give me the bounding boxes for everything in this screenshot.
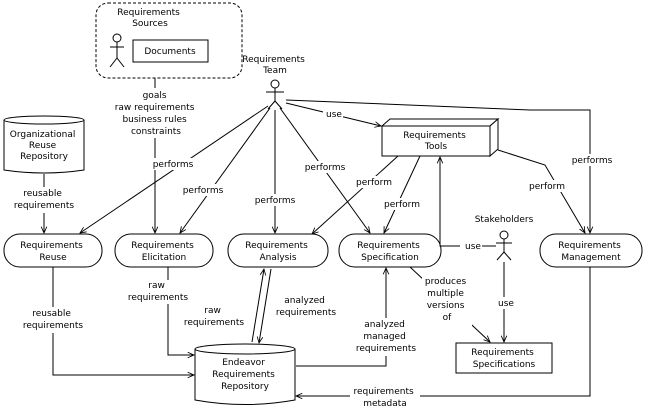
requirements-specification-node: Requirements Specification: [338, 233, 442, 268]
organizational-reuse-repository-label: Organizational Reuse Repository: [10, 130, 78, 162]
requirements-sources-group: Requirements Sources Documents: [95, 2, 243, 79]
organizational-reuse-repository: Organizational Reuse Repository: [3, 115, 85, 174]
requirements-management-node: Requirements Management: [539, 233, 643, 268]
edge-endeavor-specification: [296, 268, 386, 367]
endeavor-requirements-repository: Endeavor Requirements Repository: [194, 343, 296, 405]
documents-box: Documents: [144, 47, 196, 57]
use-tools-label: use: [326, 110, 342, 120]
edge-tools-specification: [383, 155, 421, 233]
performs-elicitation-label: performs: [183, 186, 224, 196]
reusable-requirements-top-label: reusable requirements: [14, 189, 75, 211]
stakeholders-actor: Stakeholders: [475, 215, 534, 261]
requirements-reuse-label: Requirements Reuse: [20, 241, 85, 263]
requirements-sources-label: Requirements Sources: [117, 8, 182, 29]
raw-requirements-elicitation-label: raw requirements: [128, 281, 189, 303]
requirements-management-label: Requirements Management: [558, 241, 623, 263]
edge-team-elicitation: [180, 107, 271, 233]
edge-analysis-endeavor-analyzed: [259, 268, 272, 343]
requirements-elicitation-label: Requirements Elicitation: [131, 241, 196, 263]
produces-multiple-versions-label: produces multiple versions of: [425, 277, 469, 323]
edge-labels: goals raw requirements business rules co…: [14, 88, 614, 410]
analyzed-requirements-label: analyzed requirements: [276, 296, 337, 318]
use-stakeholders-label: use: [465, 242, 481, 252]
requirements-elicitation-node: Requirements Elicitation: [114, 233, 214, 268]
requirements-reuse-node: Requirements Reuse: [3, 233, 103, 268]
edge-tools-management: [497, 149, 585, 233]
goals-label: goals raw requirements business rules co…: [115, 91, 198, 137]
reusable-requirements-bottom-label: reusable requirements: [23, 309, 84, 331]
stakeholders-label: Stakeholders: [475, 215, 534, 225]
team-actor-icon: [266, 79, 284, 110]
endeavor-requirements-repository-label: Endeavor Requirements Repository: [212, 358, 277, 392]
stakeholders-actor-icon: [496, 230, 512, 261]
performs-analysis-label: performs: [255, 196, 296, 206]
requirements-analysis-label: Requirements Analysis: [245, 241, 310, 263]
analyzed-managed-requirements-label: analyzed managed requirements: [356, 320, 417, 354]
performs-specification-label: performs: [305, 163, 346, 173]
edge-reuse-endeavor: [52, 267, 194, 375]
performs-management-label: performs: [572, 156, 613, 166]
edge-stakeholders-tools: [440, 157, 496, 247]
requirements-specifications-box: Requirements Specifications: [455, 342, 553, 374]
requirements-metadata-label: requirements metadata: [353, 387, 416, 409]
edge-endeavor-analysis-raw: [251, 269, 264, 343]
requirements-tools-box: Requirements Tools: [380, 117, 500, 158]
perform-management-label: perform: [529, 182, 565, 192]
edge-team-management: [285, 99, 590, 233]
perform-analysis-label: perform: [356, 178, 392, 188]
requirements-team-label: Requirements Team: [242, 55, 307, 76]
edge-tools-analysis: [312, 155, 399, 234]
raw-requirements-analysis-label: raw requirements: [184, 306, 245, 328]
use-specifications-label: use: [498, 299, 514, 309]
performs-reuse-label: performs: [153, 160, 194, 170]
perform-specification-label: perform: [384, 200, 420, 210]
requirements-specification-label: Requirements Specification: [357, 241, 422, 263]
requirements-team-actor: Requirements Team: [242, 55, 307, 110]
requirements-tools-label: Requirements Tools: [403, 131, 468, 152]
requirements-specifications-label: Requirements Specifications: [471, 348, 536, 370]
requirements-analysis-node: Requirements Analysis: [227, 233, 329, 268]
source-actor-icon: [109, 33, 125, 68]
